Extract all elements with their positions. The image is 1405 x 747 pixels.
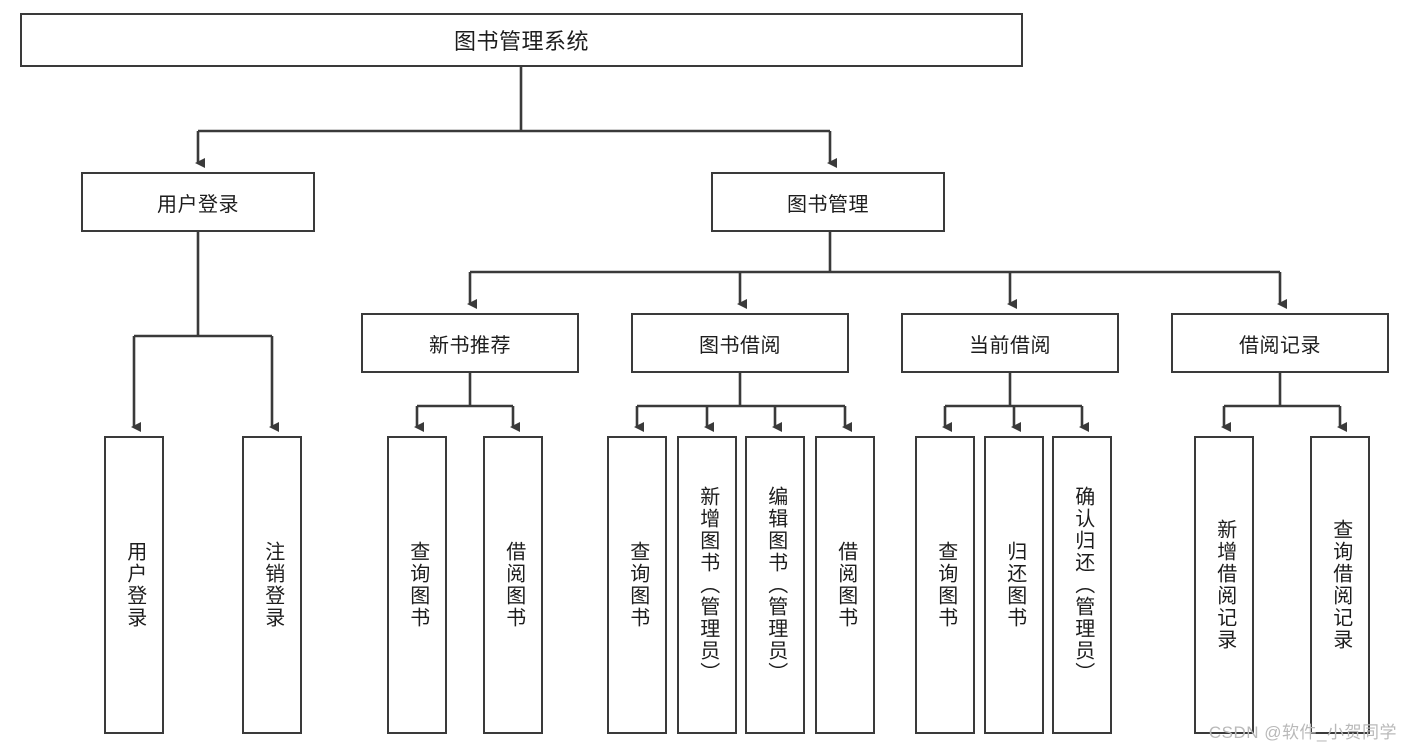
- node-leaf-borrow-book-2-label: 借阅图书: [834, 541, 857, 629]
- node-book-borrow[interactable]: 图书借阅: [631, 313, 849, 373]
- node-leaf-confirm-return[interactable]: 确认归还（管理员）: [1052, 436, 1112, 734]
- node-new-book-rec-label: 新书推荐: [429, 334, 511, 357]
- node-leaf-add-record[interactable]: 新增借阅记录: [1194, 436, 1254, 734]
- node-user-login-label: 用户登录: [157, 193, 239, 216]
- node-leaf-return-book-label: 归还图书: [1003, 541, 1026, 629]
- node-leaf-edit-book[interactable]: 编辑图书（管理员）: [745, 436, 805, 734]
- node-leaf-borrow-book-2[interactable]: 借阅图书: [815, 436, 875, 734]
- node-leaf-query-record-label: 查询借阅记录: [1329, 519, 1352, 651]
- node-leaf-return-book[interactable]: 归还图书: [984, 436, 1044, 734]
- watermark: CSDN @软件_小贺同学: [1208, 723, 1397, 742]
- node-leaf-query-book-2-label: 查询图书: [626, 541, 649, 629]
- node-new-book-rec[interactable]: 新书推荐: [361, 313, 579, 373]
- node-borrow-record[interactable]: 借阅记录: [1171, 313, 1389, 373]
- node-book-manage-label: 图书管理: [787, 193, 869, 216]
- node-leaf-user-login[interactable]: 用户登录: [104, 436, 164, 734]
- node-user-login[interactable]: 用户登录: [81, 172, 315, 232]
- node-leaf-borrow-book-1[interactable]: 借阅图书: [483, 436, 543, 734]
- node-leaf-confirm-return-label: 确认归还（管理员）: [1071, 486, 1094, 684]
- node-leaf-query-record[interactable]: 查询借阅记录: [1310, 436, 1370, 734]
- node-root-label: 图书管理系统: [453, 29, 589, 54]
- node-book-borrow-label: 图书借阅: [699, 334, 781, 357]
- node-leaf-user-logout[interactable]: 注销登录: [242, 436, 302, 734]
- node-leaf-user-logout-label: 注销登录: [261, 541, 284, 629]
- node-current-borrow[interactable]: 当前借阅: [901, 313, 1119, 373]
- node-book-manage[interactable]: 图书管理: [711, 172, 945, 232]
- node-root[interactable]: 图书管理系统: [20, 13, 1023, 67]
- node-current-borrow-label: 当前借阅: [969, 334, 1051, 357]
- node-leaf-add-record-label: 新增借阅记录: [1213, 519, 1236, 651]
- node-leaf-edit-book-label: 编辑图书（管理员）: [764, 486, 787, 684]
- node-leaf-query-book-3-label: 查询图书: [934, 541, 957, 629]
- node-leaf-borrow-book-1-label: 借阅图书: [502, 541, 525, 629]
- node-leaf-user-login-label: 用户登录: [123, 541, 146, 629]
- node-leaf-add-book[interactable]: 新增图书（管理员）: [677, 436, 737, 734]
- node-leaf-add-book-label: 新增图书（管理员）: [696, 486, 719, 684]
- node-leaf-query-book-1[interactable]: 查询图书: [387, 436, 447, 734]
- node-leaf-query-book-3[interactable]: 查询图书: [915, 436, 975, 734]
- node-leaf-query-book-1-label: 查询图书: [406, 541, 429, 629]
- node-borrow-record-label: 借阅记录: [1239, 334, 1321, 357]
- node-leaf-query-book-2[interactable]: 查询图书: [607, 436, 667, 734]
